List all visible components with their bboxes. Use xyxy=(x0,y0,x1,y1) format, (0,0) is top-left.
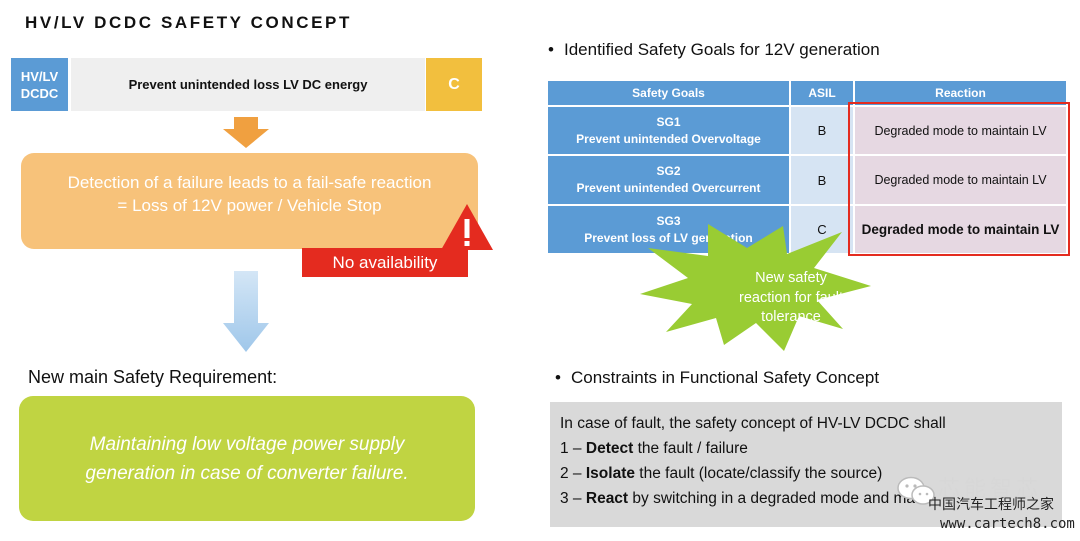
goal-cell: SG3 Prevent loss of LV generation xyxy=(548,204,791,253)
goal-text: Prevent unintended Overvoltage xyxy=(576,131,761,146)
hv-lv-dcdc-label: HV/LV DCDC xyxy=(11,58,68,111)
goal-text: Prevent unintended Overcurrent xyxy=(576,181,761,195)
reaction-highlight-frame xyxy=(848,102,1070,256)
bullet-icon: • xyxy=(555,368,561,387)
constraint-item: 2 – Isolate the fault (locate/classify t… xyxy=(560,465,883,482)
failure-reaction-box: Detection of a failure leads to a fail-s… xyxy=(21,153,478,249)
safety-goals-table: Safety Goals ASIL Reaction SG1 Prevent u… xyxy=(548,81,1066,253)
exclamation-icon xyxy=(441,204,493,250)
page-title: HV/LV DCDC SAFETY CONCEPT xyxy=(25,13,352,32)
safety-requirement-box: Maintaining low voltage power supply gen… xyxy=(19,396,475,521)
constraint-item: 1 – Detect the fault / failure xyxy=(560,440,748,457)
no-availability-badge: No availability xyxy=(302,248,468,277)
goal-cell: SG2 Prevent unintended Overcurrent xyxy=(548,154,791,205)
reaction-cell: Degraded mode to maintain LV xyxy=(854,105,1066,155)
safety-goals-heading: • Identified Safety Goals for 12V generat… xyxy=(548,40,880,60)
header-reaction: Reaction xyxy=(854,81,1066,106)
starburst-line-3: tolerance xyxy=(761,309,821,325)
asil-cell: B xyxy=(790,154,855,205)
starburst-line-2: reaction for fault xyxy=(739,289,843,306)
header-asil: ASIL xyxy=(790,81,855,106)
table-row: SG2 Prevent unintended Overcurrent B Deg… xyxy=(548,154,1066,205)
watermark-site-name: 中国汽车工程师之家 xyxy=(928,497,1054,513)
requirement-line-2: generation in case of converter failure. xyxy=(85,462,409,484)
starburst-line-1: New safety xyxy=(755,270,827,286)
constraints-heading-text: Constraints in Functional Safety Concept xyxy=(571,368,880,387)
watermark-url: www.cartech8.com xyxy=(940,516,1075,532)
requirement-line-1: Maintaining low voltage power supply xyxy=(89,433,405,455)
constraints-intro: In case of fault, the safety concept of … xyxy=(560,415,946,432)
header-safety-goals: Safety Goals xyxy=(548,81,791,106)
starburst-label: New safety reaction for fault tolerance xyxy=(718,269,864,328)
new-requirement-heading: New main Safety Requirement: xyxy=(28,367,278,387)
safety-goals-heading-text: Identified Safety Goals for 12V generati… xyxy=(564,40,880,59)
hv-asil-badge: C xyxy=(426,58,482,111)
bullet-icon: • xyxy=(548,40,554,59)
failure-line-1: Detection of a failure leads to a fail-s… xyxy=(67,173,432,192)
asil-cell: B xyxy=(790,105,855,155)
hv-safety-goal-description: Prevent unintended loss LV DC energy xyxy=(71,58,425,111)
arrow-down-icon xyxy=(223,271,269,352)
starburst-shape xyxy=(640,224,871,351)
table-row: SG1 Prevent unintended Overvoltage B Deg… xyxy=(548,105,1066,155)
constraint-item: 3 – React by switching in a degraded mod… xyxy=(560,490,916,507)
reaction-text-bold: Degraded mode to maintain LV xyxy=(861,221,1060,237)
arrow-down-icon xyxy=(223,117,269,148)
goal-id: SG2 xyxy=(656,164,681,178)
constraints-box: In case of fault, the safety concept of … xyxy=(550,402,1062,527)
goal-id: SG3 xyxy=(656,213,681,228)
constraints-heading: • Constraints in Functional Safety Concep… xyxy=(555,368,879,388)
table-header-row: Safety Goals ASIL Reaction xyxy=(548,81,1066,106)
watermark-brand: 芯能智芯 xyxy=(938,477,1043,502)
wechat-icon xyxy=(897,476,935,505)
reaction-cell: Degraded mode to maintain LV xyxy=(854,154,1066,205)
failure-line-2: = Loss of 12V power / Vehicle Stop xyxy=(117,196,382,215)
goal-id: SG1 xyxy=(656,114,681,129)
reaction-cell: Degraded mode to maintain LV xyxy=(854,204,1066,253)
goal-cell: SG1 Prevent unintended Overvoltage xyxy=(548,105,791,155)
